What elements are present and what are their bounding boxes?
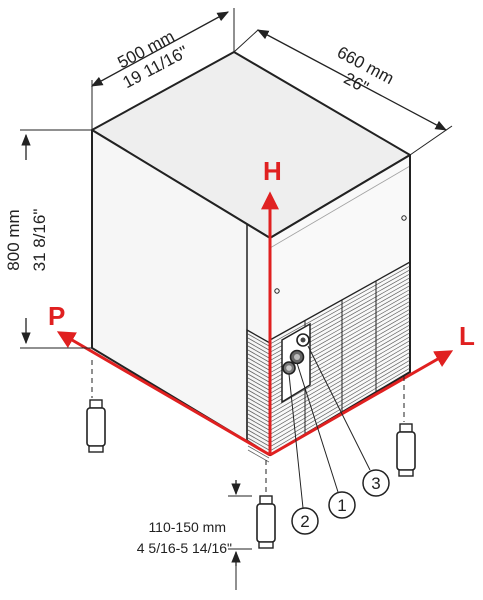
louvre-line (247, 365, 270, 379)
louvre-line (247, 385, 270, 399)
louvre-line (247, 345, 270, 359)
screw-icon (274, 288, 280, 294)
louvre-line (247, 429, 270, 443)
callout-3: 3 (362, 469, 390, 497)
louvre-line (247, 409, 270, 423)
louvre-line (247, 405, 270, 419)
axis-l-line (269, 350, 454, 457)
feet-mm-label: 110-150 mm (148, 519, 226, 535)
louvre-line (247, 333, 270, 347)
callout-label: 2 (300, 512, 309, 531)
feet-in-label: 4 5/16-5 14/16" (137, 540, 232, 556)
louvre-line (247, 373, 270, 387)
louvre-line (269, 336, 411, 419)
dimension-arrow-icon (256, 29, 448, 131)
callout-label: 1 (337, 496, 346, 515)
height-mm-label: 800 mm (4, 209, 23, 270)
front-grille (247, 333, 270, 463)
screw-icon (401, 215, 407, 221)
axis-p-label: P (48, 301, 65, 331)
axis-l-label: L (459, 321, 475, 351)
louvre-line (247, 401, 270, 415)
axis-h-label: H (263, 156, 282, 186)
dimension-arrow-icon (90, 11, 230, 87)
louvre-line (247, 433, 270, 447)
louvre-line (269, 359, 411, 443)
louvre-line (269, 332, 411, 415)
louvre-line (247, 337, 270, 351)
louvre-line (247, 445, 270, 459)
louvre-line (247, 341, 270, 355)
side-panel-seam (269, 165, 411, 249)
louvre-line (247, 353, 270, 367)
louvre-line (247, 349, 270, 363)
louvre-line (247, 417, 270, 431)
adjustable-foot-icon (256, 495, 276, 549)
louvre-line (247, 397, 270, 411)
dimension-lines (20, 8, 453, 590)
axis-p-line (56, 331, 271, 457)
louvre-line (247, 421, 270, 435)
callout-label: 3 (371, 474, 380, 493)
louvre-line (269, 363, 411, 448)
louvre-line (247, 389, 270, 403)
callouts: 2 1 3 (288, 345, 390, 535)
axis-arrows: H P L (48, 156, 475, 457)
louvre-line (247, 425, 270, 439)
feet (86, 360, 416, 549)
louvre-line (247, 437, 270, 451)
machine-body (91, 51, 411, 456)
louvre-line (247, 381, 270, 395)
height-in-label: 31 8/16" (30, 209, 49, 272)
louvre-line (247, 357, 270, 371)
louvre-line (269, 265, 411, 345)
louvre-line (269, 352, 411, 435)
adjustable-foot-icon (86, 399, 106, 453)
callout-2: 2 (291, 507, 319, 535)
louvre-line (269, 355, 411, 439)
callout-1: 1 (328, 491, 356, 519)
louvre-line (247, 361, 270, 375)
louvre-line (247, 377, 270, 391)
adjustable-foot-icon (396, 423, 416, 477)
louvre-line (247, 393, 270, 407)
louvre-line (269, 340, 411, 423)
louvre-line (247, 413, 270, 427)
louvre-line (247, 369, 270, 383)
louvre-line (269, 328, 411, 411)
